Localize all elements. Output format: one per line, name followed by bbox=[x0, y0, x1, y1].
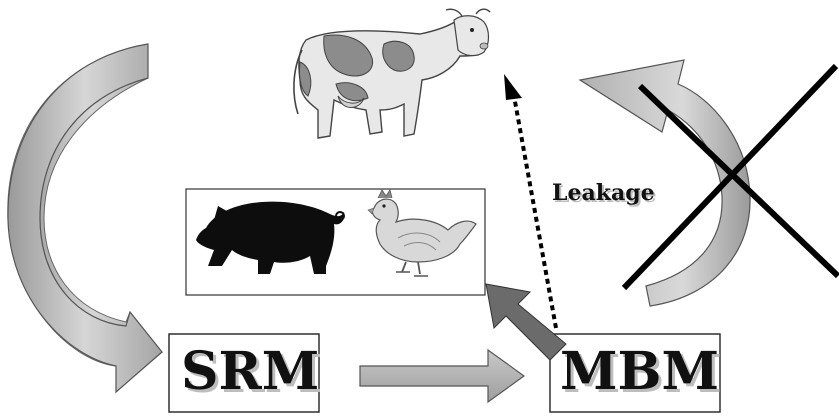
chicken-icon bbox=[367, 189, 477, 277]
srm-label: SRM bbox=[181, 341, 320, 402]
mbm-label: MBM bbox=[560, 341, 720, 402]
arrow-srm-to-mbm bbox=[359, 348, 526, 404]
cow-icon bbox=[293, 8, 491, 139]
cross-line-1 bbox=[637, 83, 839, 279]
pigs-poultry-box bbox=[185, 188, 486, 296]
cross-line-2 bbox=[621, 63, 839, 291]
arrow-mbm-to-pigs-poultry bbox=[485, 283, 567, 361]
srm-box bbox=[168, 333, 320, 413]
pig-icon bbox=[196, 201, 345, 274]
leakage-label: Leakage bbox=[552, 180, 655, 206]
leakage-arrow bbox=[504, 74, 558, 329]
curved-arrow-mbm-to-cattle bbox=[578, 59, 751, 307]
curved-arrow-cattle-to-srm bbox=[7, 43, 164, 394]
mbm-box bbox=[549, 333, 721, 413]
leakage-arrowhead bbox=[504, 74, 522, 100]
cross-out-mark bbox=[621, 63, 839, 291]
